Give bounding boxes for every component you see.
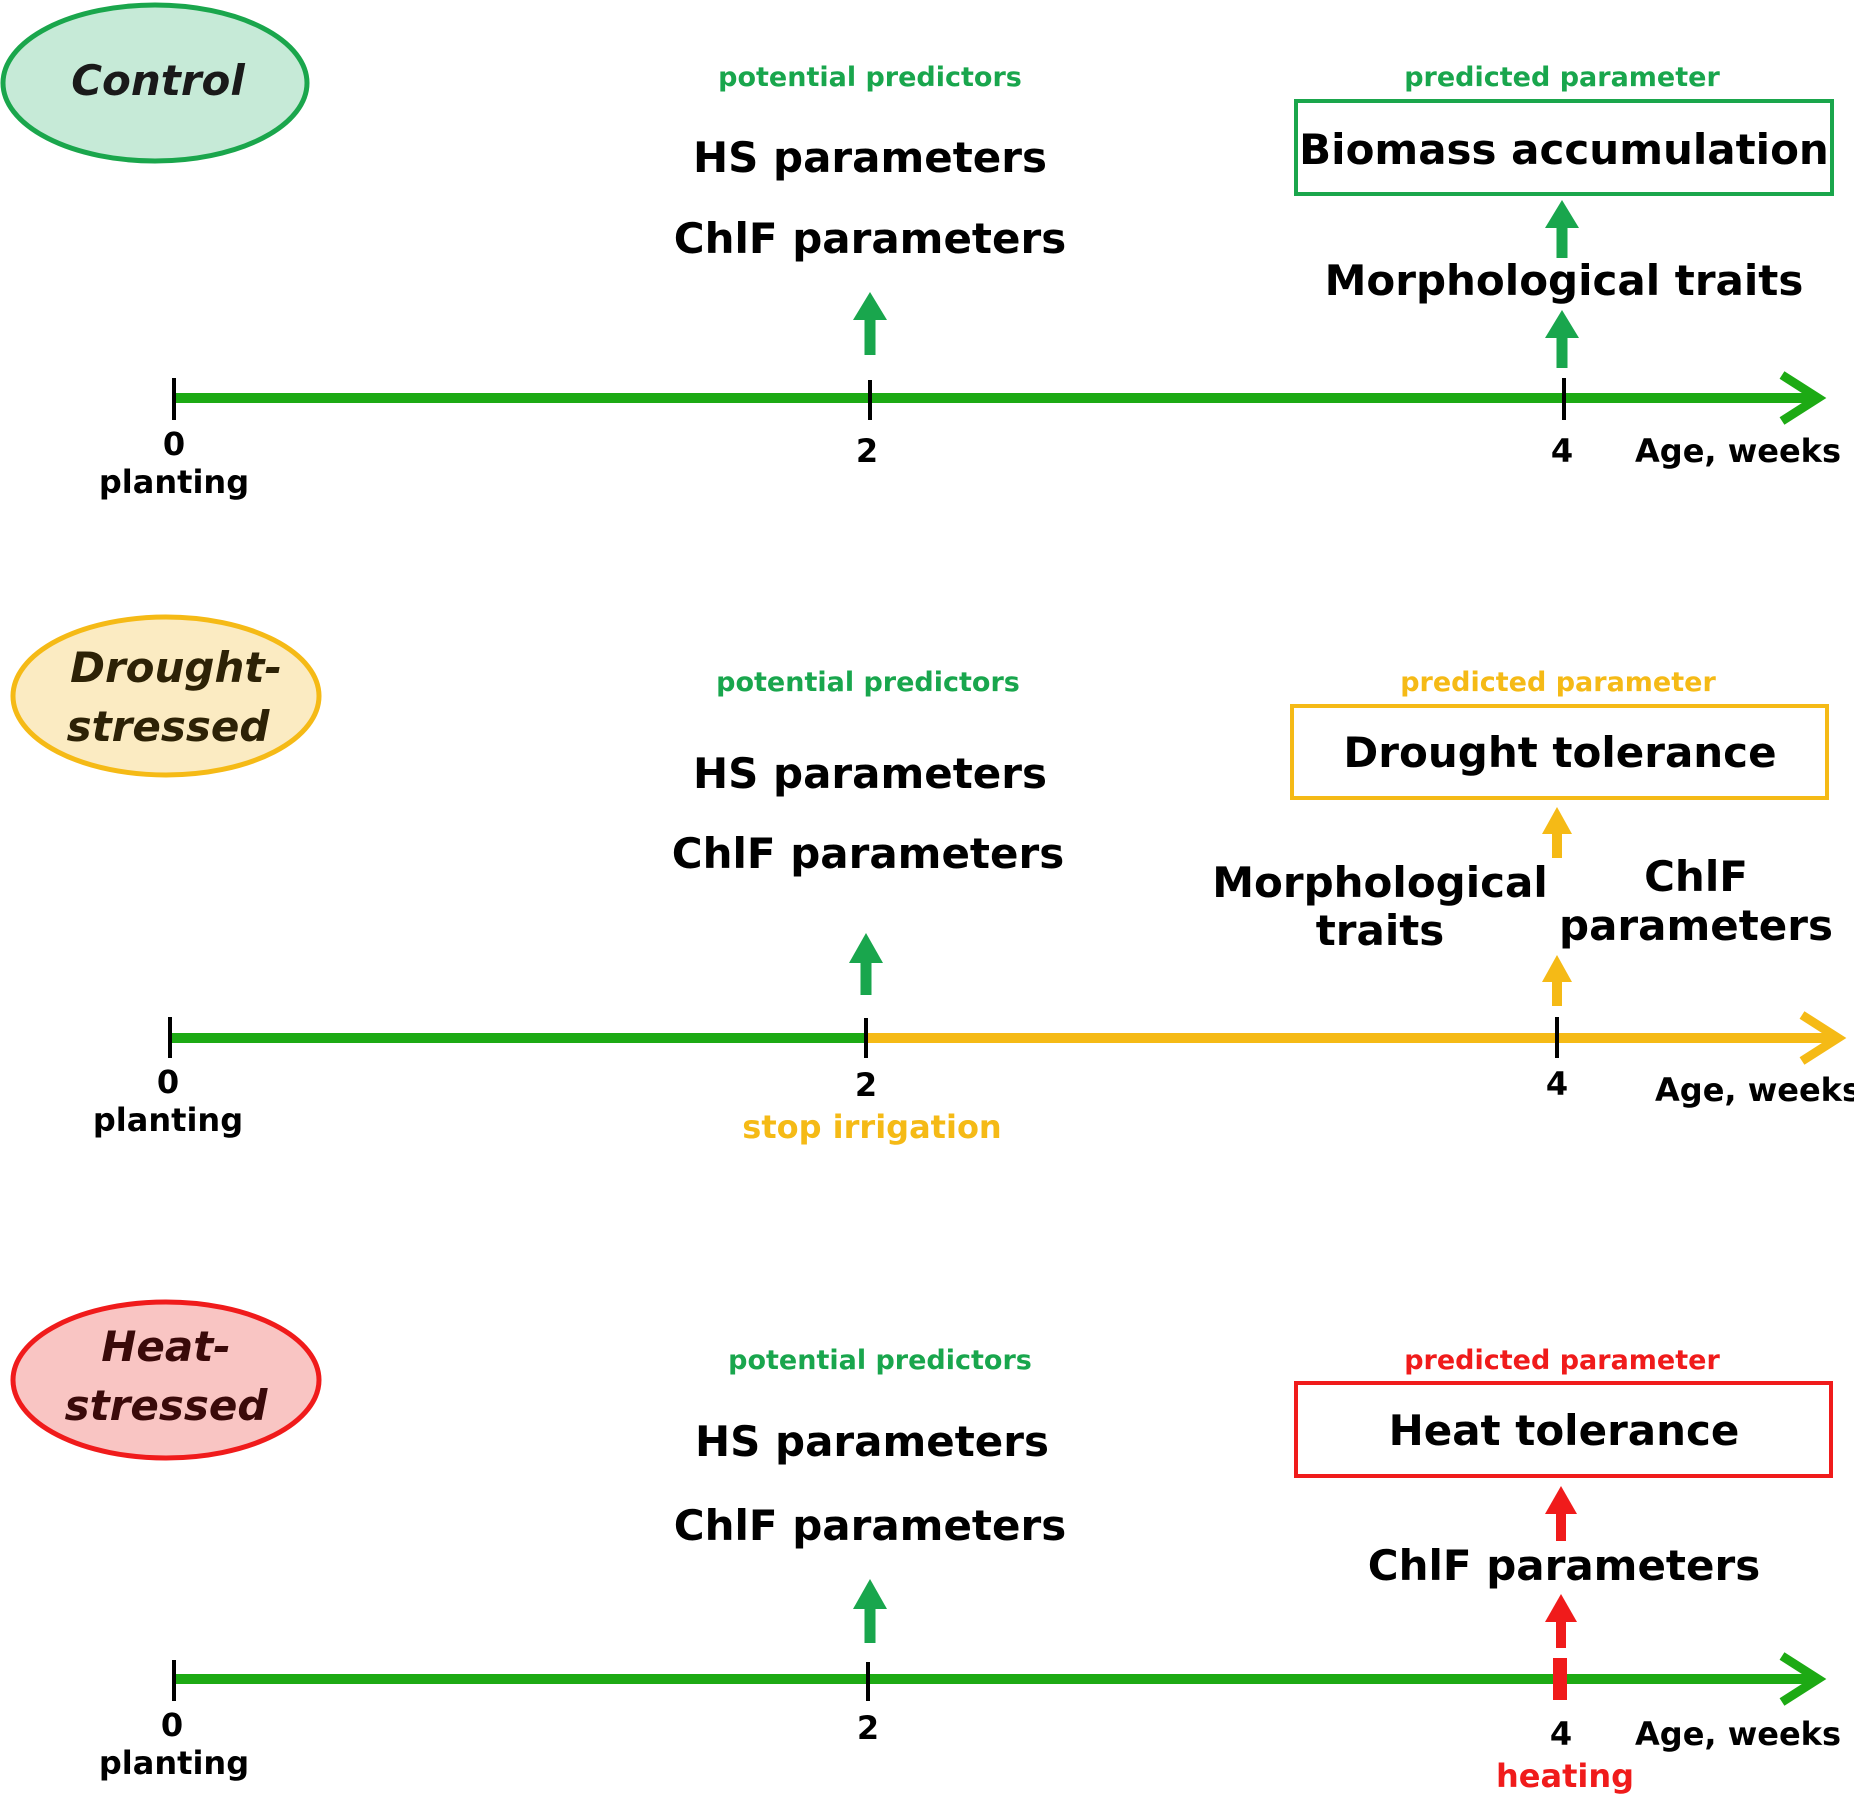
- predicted-box: [1290, 704, 1829, 800]
- predictor-hs: HS parameters: [693, 749, 1047, 798]
- morphological-traits-label-line2: traits: [1316, 906, 1445, 955]
- chlf-parameters-label-line1: ChlF: [1644, 852, 1748, 901]
- predictor-chlf: ChlF parameters: [674, 1501, 1066, 1550]
- predictor-chlf: ChlF parameters: [674, 214, 1066, 263]
- arrow-up-icon: [853, 292, 887, 355]
- timeline-arrowhead: [1799, 1011, 1847, 1065]
- chlf-parameters-label: ChlF parameters: [1368, 1541, 1760, 1590]
- predictor-hs: HS parameters: [693, 133, 1047, 182]
- tick-label-0: 0: [163, 425, 185, 463]
- predicted-label: Heat tolerance: [1389, 1406, 1740, 1455]
- start-label: planting: [99, 1744, 249, 1782]
- tick-label-0: 0: [161, 1706, 183, 1744]
- condition-ellipse-drought: [10, 614, 322, 778]
- start-label: planting: [93, 1101, 243, 1139]
- arrow-up-icon: [1542, 955, 1572, 1006]
- predicted-box: [1294, 99, 1834, 196]
- start-label: planting: [99, 463, 249, 501]
- arrow-up-icon: [853, 1579, 887, 1643]
- condition-label-drought-line1: Drought-: [70, 643, 282, 692]
- arrow-up-icon: [1545, 1594, 1577, 1648]
- arrow-up-icon: [1542, 807, 1572, 858]
- morphological-traits-label-line1: Morphological: [1212, 858, 1548, 907]
- timeline-arrowhead: [1779, 371, 1827, 425]
- axis-unit-label: Age, weeks: [1635, 1715, 1841, 1753]
- arrow-up-icon: [1545, 310, 1579, 368]
- tick-label-2: 2: [855, 1066, 877, 1104]
- predictor-chlf: ChlF parameters: [672, 829, 1064, 878]
- predicted-box: [1294, 1381, 1833, 1478]
- condition-ellipse-heat: [10, 1299, 322, 1461]
- morphological-traits-label: Morphological traits: [1325, 256, 1804, 305]
- event-label: stop irrigation: [742, 1108, 1001, 1146]
- axis-unit-label: Age, weeks: [1635, 432, 1841, 470]
- tick-label-4: 4: [1550, 1715, 1572, 1753]
- condition-label-heat-line2: stressed: [65, 1381, 269, 1430]
- event-label: heating: [1496, 1757, 1634, 1795]
- panel-heat: Heat- stressed potential predictors HS p…: [10, 1299, 1841, 1795]
- condition-ellipse-control: [0, 2, 310, 164]
- predicted-heading: predicted parameter: [1404, 1345, 1720, 1376]
- axis-unit-label: Age, weeks: [1655, 1071, 1854, 1109]
- condition-label-drought-line2: stressed: [67, 702, 271, 751]
- tick-label-0: 0: [157, 1063, 179, 1101]
- arrow-up-icon: [849, 933, 883, 995]
- condition-label-heat-line1: Heat-: [101, 1322, 231, 1371]
- heating-marker: [1553, 1658, 1567, 1700]
- predictors-heading: potential predictors: [716, 667, 1020, 698]
- predicted-label: Drought tolerance: [1343, 728, 1776, 777]
- tick-label-2: 2: [857, 1709, 879, 1747]
- predictor-hs: HS parameters: [695, 1417, 1049, 1466]
- tick-label-4: 4: [1546, 1065, 1568, 1103]
- predicted-heading: predicted parameter: [1404, 62, 1720, 93]
- predictors-heading: potential predictors: [718, 62, 1022, 93]
- tick-label-2: 2: [856, 432, 878, 470]
- chlf-parameters-label-line2: parameters: [1559, 901, 1833, 950]
- panel-control: Control potential predictors HS paramete…: [0, 2, 1841, 501]
- arrow-up-icon: [1545, 1486, 1577, 1541]
- predicted-label: Biomass accumulation: [1299, 125, 1829, 174]
- condition-label-control: Control: [71, 56, 245, 105]
- predictors-heading: potential predictors: [728, 1345, 1032, 1376]
- tick-label-4: 4: [1551, 432, 1573, 470]
- timeline-arrowhead: [1779, 1652, 1827, 1706]
- arrow-up-icon: [1545, 200, 1579, 258]
- predicted-heading: predicted parameter: [1400, 667, 1716, 698]
- panel-drought: Drought- stressed potential predictors H…: [10, 614, 1854, 1146]
